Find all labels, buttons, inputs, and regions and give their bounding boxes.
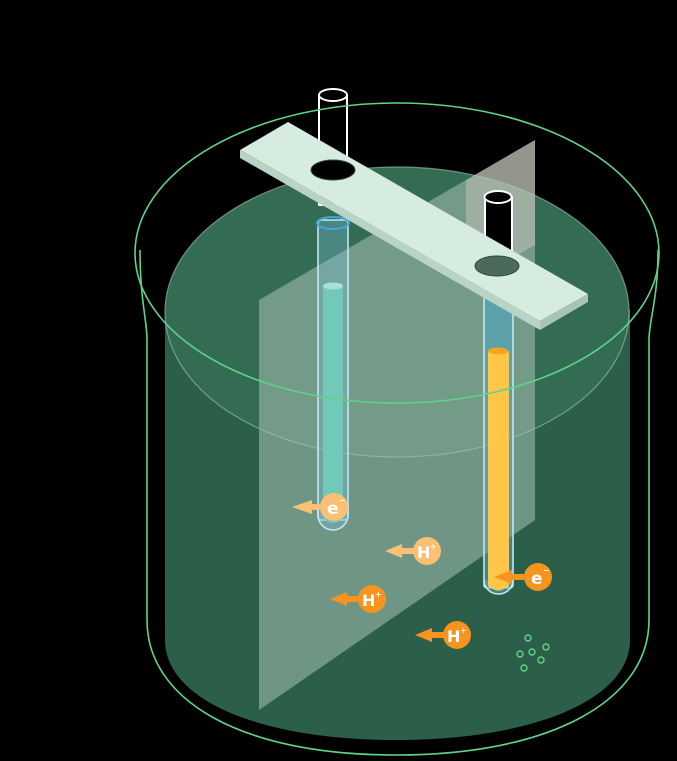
proton-2: H + xyxy=(330,585,386,613)
electron-right-charge: − xyxy=(543,566,550,575)
proton-3-charge: + xyxy=(460,626,467,635)
electron-right: e − xyxy=(494,563,552,591)
electron-left-label: e xyxy=(327,499,339,519)
electron-left-charge: − xyxy=(339,496,346,505)
proton-1-charge: + xyxy=(430,542,437,551)
gas-bubbles xyxy=(516,634,550,672)
beaker-rim xyxy=(134,102,660,404)
support-slab xyxy=(240,122,588,330)
electron-right-label: e xyxy=(531,569,543,589)
proton-3-label: H xyxy=(447,627,460,646)
right-tube xyxy=(483,190,514,595)
proton-1-label: H xyxy=(417,543,430,562)
proton-2-charge: + xyxy=(375,590,382,599)
proton-2-label: H xyxy=(362,591,375,610)
proton-1: H + xyxy=(385,537,441,565)
beaker-outline xyxy=(139,249,659,756)
proton-3: H + xyxy=(415,621,471,649)
electron-left: e − xyxy=(292,493,348,521)
